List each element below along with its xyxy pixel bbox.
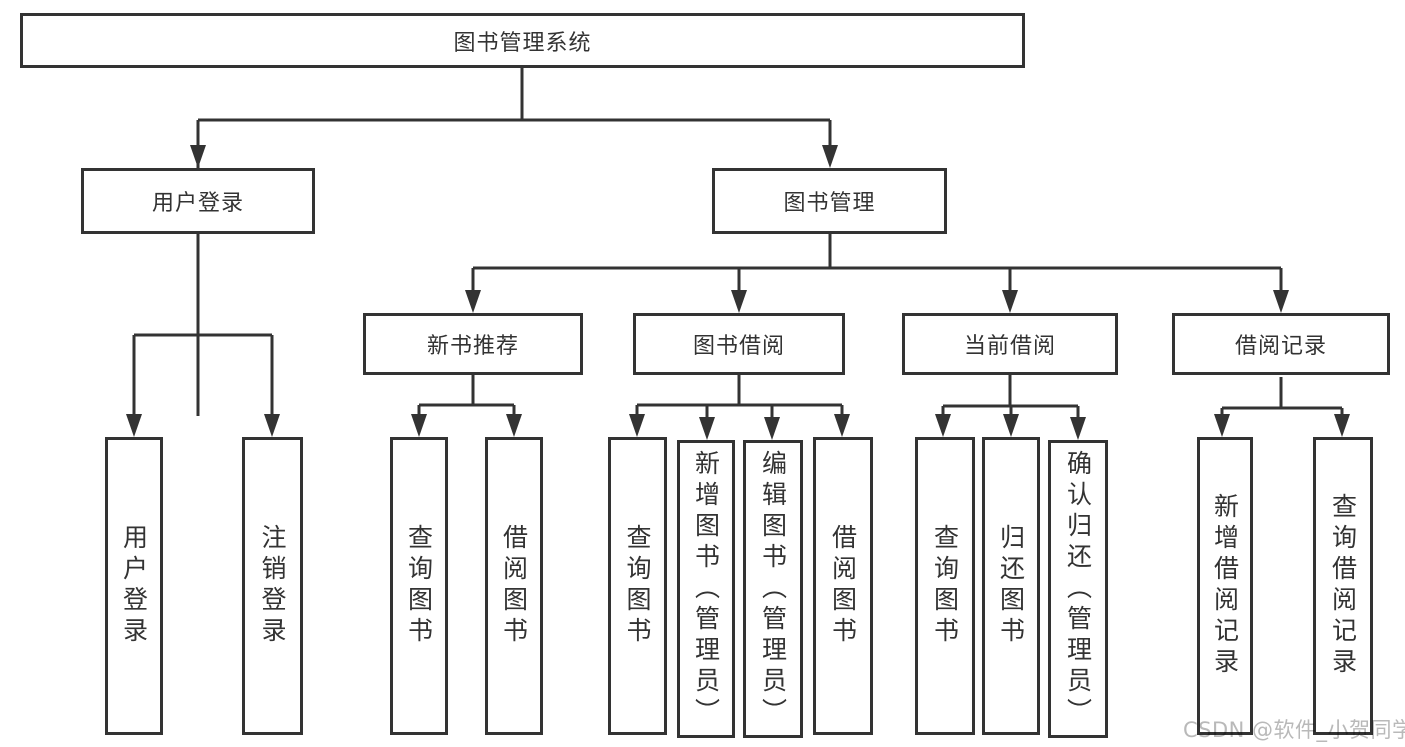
arrowhead-group-records — [1273, 290, 1289, 313]
leaf-label: 用户登录 — [119, 524, 149, 648]
arrowhead-leaf-addbook — [699, 417, 715, 440]
connector-current-to-leaves — [941, 375, 1080, 419]
arrowhead-leaf-query-2 — [629, 414, 645, 437]
watermark: CSDN @软件_小贺同学 — [1183, 718, 1405, 742]
arrowhead-group-borrow — [731, 290, 747, 313]
leaf-logout: 注销登录 — [242, 437, 303, 735]
leaf-label: 确认归还（管理员） — [1063, 450, 1093, 729]
leaf-label: 借阅图书 — [828, 524, 858, 648]
arrowhead-login — [190, 145, 206, 168]
arrowhead-leaf-return — [1003, 414, 1019, 437]
arrowhead-leaf-query-record — [1334, 414, 1350, 437]
arrowhead-group-newbook — [465, 290, 481, 313]
arrowhead-leaf-user-login — [126, 414, 142, 437]
arrowhead-mgmt — [822, 145, 838, 168]
node-root: 图书管理系统 — [20, 13, 1025, 68]
leaf-borrow-books-2: 借阅图书 — [813, 437, 873, 735]
leaf-add-book-admin: 新增图书（管理员） — [677, 440, 735, 738]
connector-newbook-to-leaves — [417, 375, 516, 416]
connector-login-to-leaves — [132, 234, 274, 416]
node-book-borrow: 图书借阅 — [633, 313, 845, 375]
connector-root-to-level2 — [196, 68, 832, 416]
connector-records-to-leaves — [1220, 377, 1344, 416]
leaf-add-borrow-record: 新增借阅记录 — [1197, 437, 1253, 735]
leaf-label: 新增图书（管理员） — [691, 450, 721, 729]
connector-mgmt-to-groups — [471, 233, 1283, 292]
leaf-query-books-3: 查询图书 — [915, 437, 975, 735]
leaf-label: 归还图书 — [996, 524, 1026, 648]
node-book-management: 图书管理 — [712, 168, 947, 234]
arrowhead-leaf-editbook — [764, 417, 780, 440]
leaf-query-borrow-record: 查询借阅记录 — [1313, 437, 1373, 735]
leaf-user-login: 用户登录 — [105, 437, 163, 735]
leaf-label: 查询图书 — [404, 524, 434, 648]
leaf-confirm-return-admin: 确认归还（管理员） — [1048, 440, 1108, 738]
leaf-return-book: 归还图书 — [982, 437, 1040, 735]
node-user-login: 用户登录 — [81, 168, 315, 234]
arrowhead-group-current — [1002, 290, 1018, 313]
leaf-label: 查询图书 — [930, 524, 960, 648]
leaf-label: 查询图书 — [623, 524, 652, 648]
leaf-borrow-books-1: 借阅图书 — [485, 437, 543, 735]
arrowhead-leaf-query-3 — [935, 414, 951, 437]
node-borrow-records: 借阅记录 — [1172, 313, 1390, 375]
connector-borrow-to-leaves — [635, 375, 844, 419]
leaf-edit-book-admin: 编辑图书（管理员） — [743, 440, 803, 738]
leaf-query-books-1: 查询图书 — [390, 437, 448, 735]
leaf-label: 新增借阅记录 — [1210, 493, 1240, 679]
leaf-query-books-2: 查询图书 — [608, 437, 667, 735]
leaf-label: 查询借阅记录 — [1328, 493, 1358, 679]
node-current-borrow: 当前借阅 — [902, 313, 1118, 375]
leaf-label: 借阅图书 — [499, 524, 529, 648]
leaf-label: 注销登录 — [258, 524, 287, 648]
arrowhead-leaf-confirm-return — [1070, 417, 1086, 440]
leaf-label: 编辑图书（管理员） — [758, 450, 788, 729]
node-new-book-recommend: 新书推荐 — [363, 313, 583, 375]
arrowhead-leaf-query-1 — [411, 414, 427, 437]
arrowhead-leaf-logout — [264, 414, 280, 437]
arrowhead-leaf-borrowbook-1 — [506, 414, 522, 437]
arrowhead-leaf-add-record — [1214, 414, 1230, 437]
arrowhead-leaf-borrowbook-2 — [834, 414, 850, 437]
